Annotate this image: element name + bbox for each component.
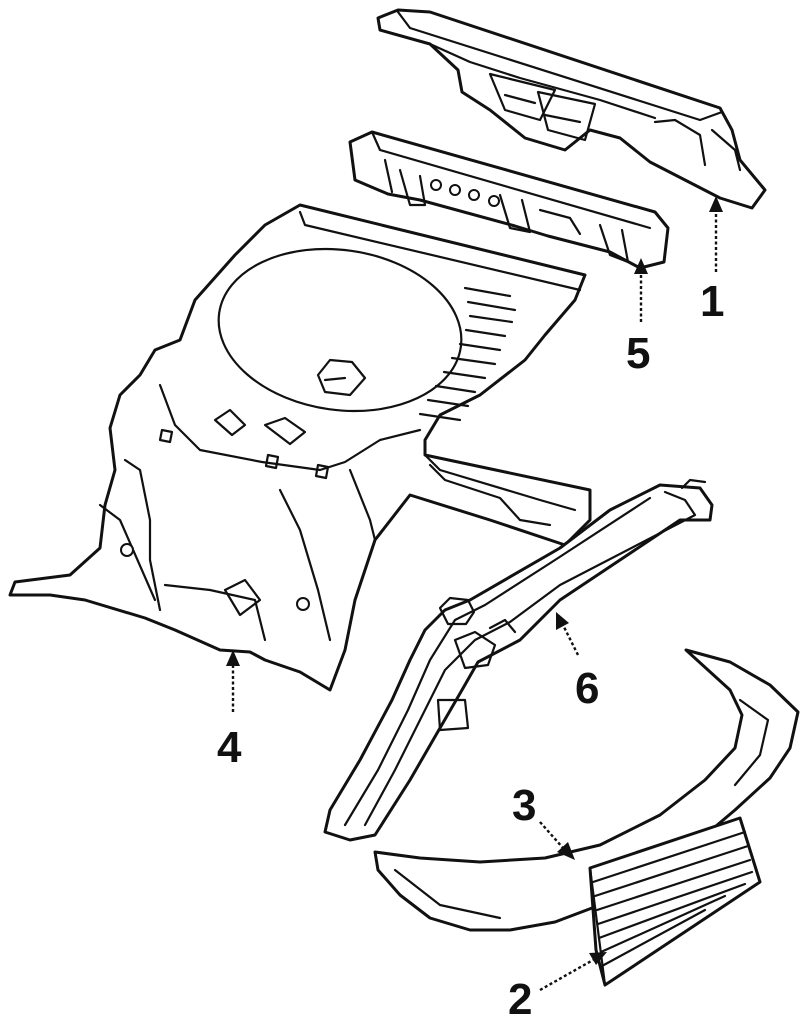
part-1-rear-upper-panel[interactable] — [376, 8, 767, 210]
arrowhead-6 — [556, 612, 569, 630]
callout-1: 1 — [700, 277, 724, 326]
arrowhead-5 — [634, 258, 648, 274]
callout-leaders — [226, 196, 723, 992]
arrowhead-1 — [709, 196, 723, 212]
part-3-rear-valance[interactable] — [373, 648, 800, 932]
leader-2 — [539, 958, 594, 992]
part-2-rear-trim-panel[interactable] — [588, 816, 762, 987]
arrowhead-2 — [589, 952, 607, 965]
callout-5: 5 — [626, 329, 650, 378]
part-5-rear-crossmember[interactable] — [348, 130, 670, 270]
callout-6: 6 — [575, 664, 599, 713]
callout-4: 4 — [217, 723, 242, 772]
part-4-rear-floor-pan[interactable] — [8, 203, 592, 692]
callout-3: 3 — [512, 781, 536, 830]
arrowhead-3 — [557, 842, 575, 860]
part-6-rear-frame-rail[interactable] — [323, 478, 714, 842]
leader-3 — [539, 821, 564, 849]
arrowhead-4 — [226, 650, 240, 666]
leader-6 — [561, 624, 580, 656]
callout-2: 2 — [508, 975, 532, 1024]
